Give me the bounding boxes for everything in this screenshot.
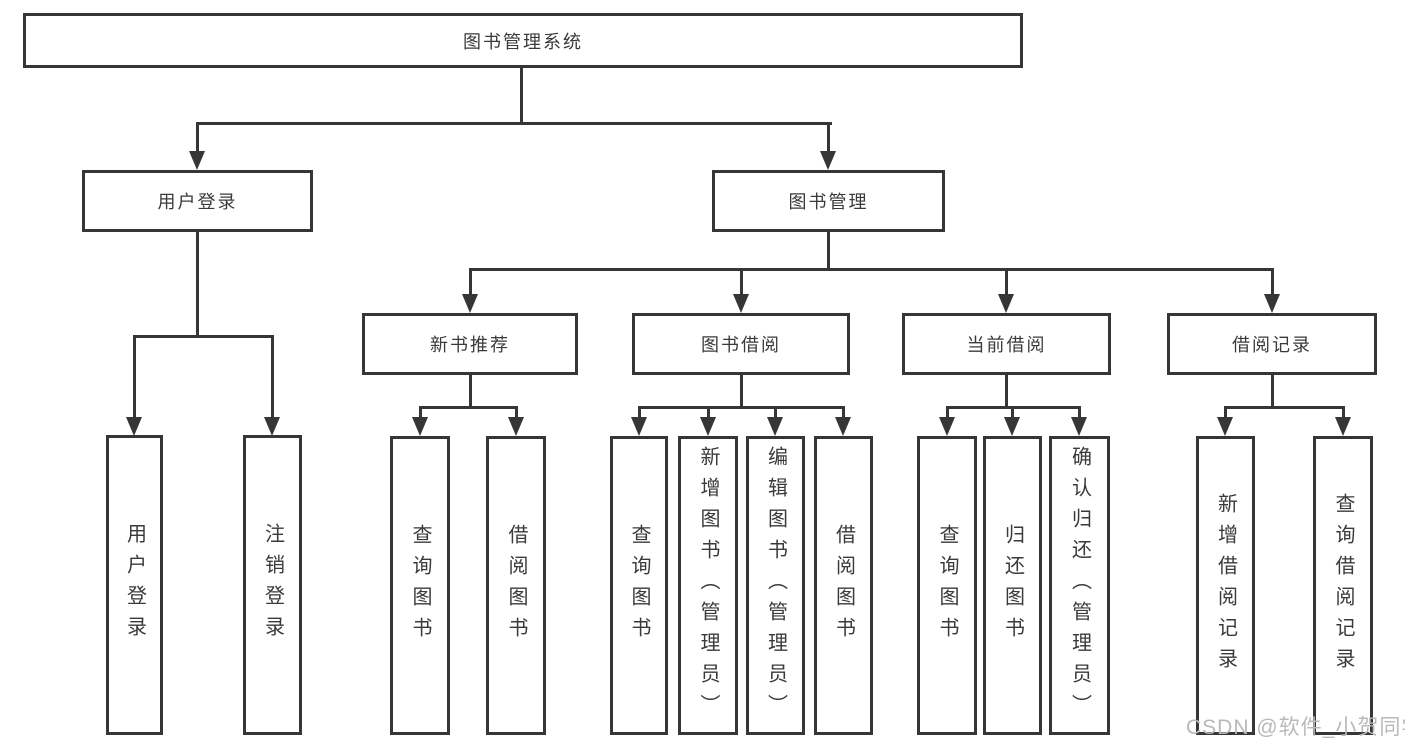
connector	[196, 122, 832, 125]
leaf-confirm-return-admin: 确认归还（管理员）	[1049, 436, 1110, 735]
node-label: 用户登录	[157, 192, 238, 212]
arrowhead-down	[1071, 417, 1087, 436]
connector	[469, 375, 472, 409]
leaf-query-books-current: 查询图书	[917, 436, 977, 735]
node-label: 确认归还（管理员）	[1068, 446, 1091, 725]
node-label: 查询图书	[628, 523, 650, 648]
connector	[196, 232, 199, 335]
connector	[469, 268, 472, 297]
node-book-management: 图书管理	[712, 170, 945, 232]
arrowhead-down	[1004, 417, 1020, 436]
arrowhead-down	[126, 417, 142, 436]
node-current-borrow: 当前借阅	[902, 313, 1111, 375]
connector	[1224, 406, 1227, 420]
connector	[1005, 375, 1008, 409]
connector	[1005, 268, 1008, 297]
node-label: 用户登录	[123, 523, 146, 647]
connector	[271, 335, 274, 419]
leaf-add-books-admin: 新增图书（管理员）	[678, 436, 738, 735]
leaf-borrow-books: 借阅图书	[814, 436, 873, 735]
connector	[515, 406, 518, 420]
leaf-query-borrow-record: 查询借阅记录	[1313, 436, 1373, 735]
connector	[638, 406, 845, 409]
node-label: 借阅记录	[1232, 335, 1312, 355]
csdn-watermark: CSDN @软件_小贺同学	[1186, 716, 1405, 739]
arrowhead-down	[1335, 417, 1351, 436]
connector	[1271, 375, 1274, 409]
arrowhead-down	[767, 417, 783, 436]
node-label: 注销登录	[261, 523, 284, 647]
leaf-user-login: 用户登录	[106, 435, 163, 735]
connector	[133, 335, 136, 419]
arrowhead-down	[939, 417, 955, 436]
node-label: 查询图书	[409, 523, 431, 648]
arrowhead-down	[835, 417, 851, 436]
arrowhead-down	[508, 417, 524, 436]
arrowhead-down	[700, 417, 716, 436]
node-label: 新书推荐	[430, 335, 510, 355]
leaf-edit-books-admin: 编辑图书（管理员）	[746, 436, 805, 735]
node-label: 图书管理系统	[463, 31, 583, 52]
leaf-return-books: 归还图书	[983, 436, 1042, 735]
node-label: 归还图书	[1001, 523, 1024, 648]
leaf-query-books-recommend: 查询图书	[390, 436, 450, 735]
node-root: 图书管理系统	[23, 13, 1023, 68]
connector	[469, 268, 1274, 271]
node-label: 查询借阅记录	[1332, 492, 1354, 679]
arrowhead-down	[1217, 417, 1233, 436]
connector	[1224, 406, 1345, 409]
connector	[638, 406, 641, 420]
arrowhead-down	[631, 417, 647, 436]
connector	[740, 375, 743, 409]
leaf-add-borrow-record: 新增借阅记录	[1196, 436, 1255, 735]
node-book-borrow: 图书借阅	[632, 313, 850, 375]
node-label: 图书管理	[788, 192, 869, 212]
node-label: 新增图书（管理员）	[697, 446, 719, 725]
connector	[707, 406, 710, 420]
connector	[827, 122, 830, 154]
connector	[774, 406, 777, 420]
arrowhead-down	[264, 417, 280, 436]
connector	[419, 406, 518, 409]
arrowhead-down	[412, 417, 428, 436]
arrowhead-down	[1264, 294, 1280, 313]
node-label: 新增借阅记录	[1214, 492, 1237, 679]
arrowhead-down	[189, 151, 205, 170]
node-label: 当前借阅	[966, 335, 1047, 355]
connector	[842, 406, 845, 420]
node-borrow-records: 借阅记录	[1167, 313, 1377, 375]
node-new-book-recommend: 新书推荐	[362, 313, 578, 375]
node-label: 查询图书	[936, 523, 958, 648]
connector	[419, 406, 422, 420]
connector	[946, 406, 949, 420]
arrowhead-down	[820, 151, 836, 170]
connector	[1271, 268, 1274, 297]
connector	[1078, 406, 1081, 420]
node-user-login: 用户登录	[82, 170, 313, 232]
connector	[196, 122, 199, 154]
connector	[1342, 406, 1345, 420]
leaf-logout: 注销登录	[243, 435, 302, 735]
connector	[133, 335, 274, 338]
node-label: 借阅图书	[832, 523, 855, 648]
arrowhead-down	[462, 294, 478, 313]
connector	[1011, 406, 1014, 420]
arrowhead-down	[733, 294, 749, 313]
node-label: 编辑图书（管理员）	[764, 446, 787, 725]
leaf-query-books-borrow: 查询图书	[610, 436, 668, 735]
arrowhead-down	[998, 294, 1014, 313]
connector	[520, 68, 523, 122]
leaf-borrow-books-recommend: 借阅图书	[486, 436, 546, 735]
connector	[827, 232, 830, 271]
node-label: 图书借阅	[701, 335, 781, 355]
node-label: 借阅图书	[505, 523, 527, 648]
connector	[740, 268, 743, 297]
